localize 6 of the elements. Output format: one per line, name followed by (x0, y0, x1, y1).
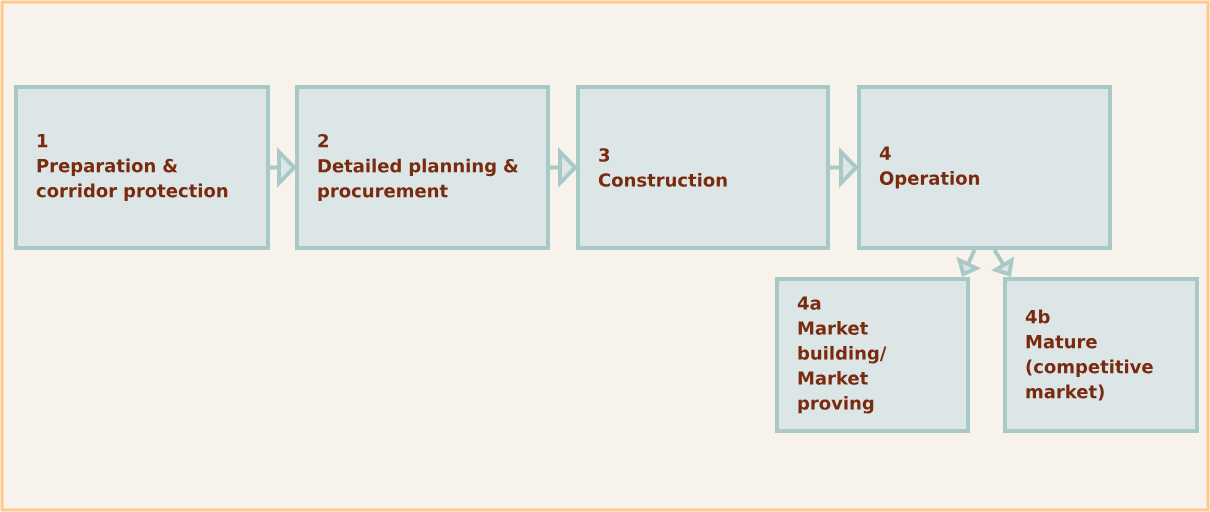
stage-box: 4b Mature (competitive market) (1003, 277, 1199, 433)
stage-box: 1 Preparation & corridor protection (14, 85, 270, 250)
stage-box: 3 Construction (576, 85, 830, 250)
stage-box: 4a Market building/ Market proving (775, 277, 970, 433)
stage-box: 2 Detailed planning & procurement (295, 85, 550, 250)
stage-box: 4 Operation (857, 85, 1112, 250)
